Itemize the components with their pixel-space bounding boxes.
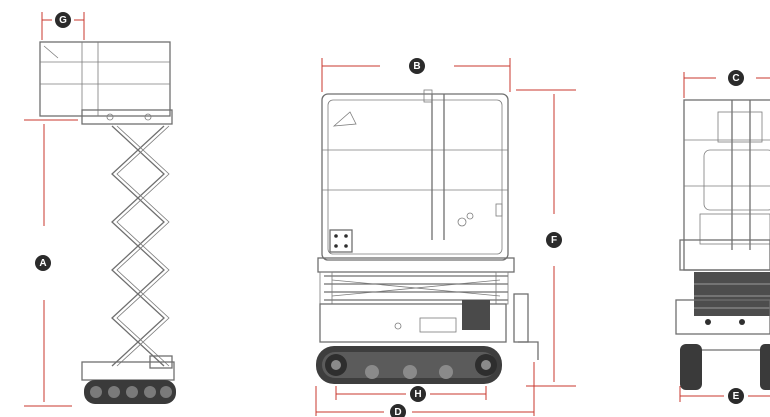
dimension-b — [321, 58, 511, 92]
rear-track-left — [680, 344, 702, 390]
badge-e: E — [728, 388, 744, 404]
badge-g-label: G — [59, 15, 67, 26]
rear-track-right — [760, 344, 770, 390]
dimension-a — [24, 119, 78, 407]
side-view — [39, 41, 176, 404]
side-scissor-arms — [111, 125, 170, 367]
badge-h-label: H — [414, 389, 421, 400]
control-box — [329, 229, 353, 253]
rear-view — [675, 99, 770, 390]
badge-b: B — [409, 58, 425, 74]
side-platform-deck — [81, 109, 173, 125]
badge-a: A — [35, 255, 51, 271]
side-chassis — [81, 361, 175, 381]
front-chassis — [319, 303, 507, 343]
badge-h: H — [410, 386, 426, 402]
badge-c: C — [728, 70, 744, 86]
badge-a-label: A — [39, 258, 46, 269]
dimension-c — [683, 72, 770, 98]
dimension-d — [315, 362, 535, 416]
dimension-g — [41, 12, 85, 40]
rear-chassis — [675, 299, 770, 335]
dimension-e — [679, 386, 770, 402]
front-view — [316, 89, 539, 384]
rear-scissor-stack — [694, 272, 770, 316]
badge-c-label: C — [732, 73, 739, 84]
power-unit — [462, 300, 490, 330]
badge-f-label: F — [551, 235, 557, 246]
badge-e-label: E — [733, 391, 740, 402]
dimension-h — [335, 386, 487, 400]
badge-d-label: D — [394, 407, 401, 417]
side-platform-rails — [39, 41, 171, 117]
front-deck — [317, 257, 515, 273]
rear-guardrail — [683, 99, 770, 271]
badge-g: G — [55, 12, 71, 28]
badge-f: F — [546, 232, 562, 248]
front-guardrail — [321, 93, 509, 261]
front-scissor-stack — [319, 271, 509, 305]
badge-d: D — [390, 404, 406, 417]
badge-b-label: B — [413, 61, 420, 72]
